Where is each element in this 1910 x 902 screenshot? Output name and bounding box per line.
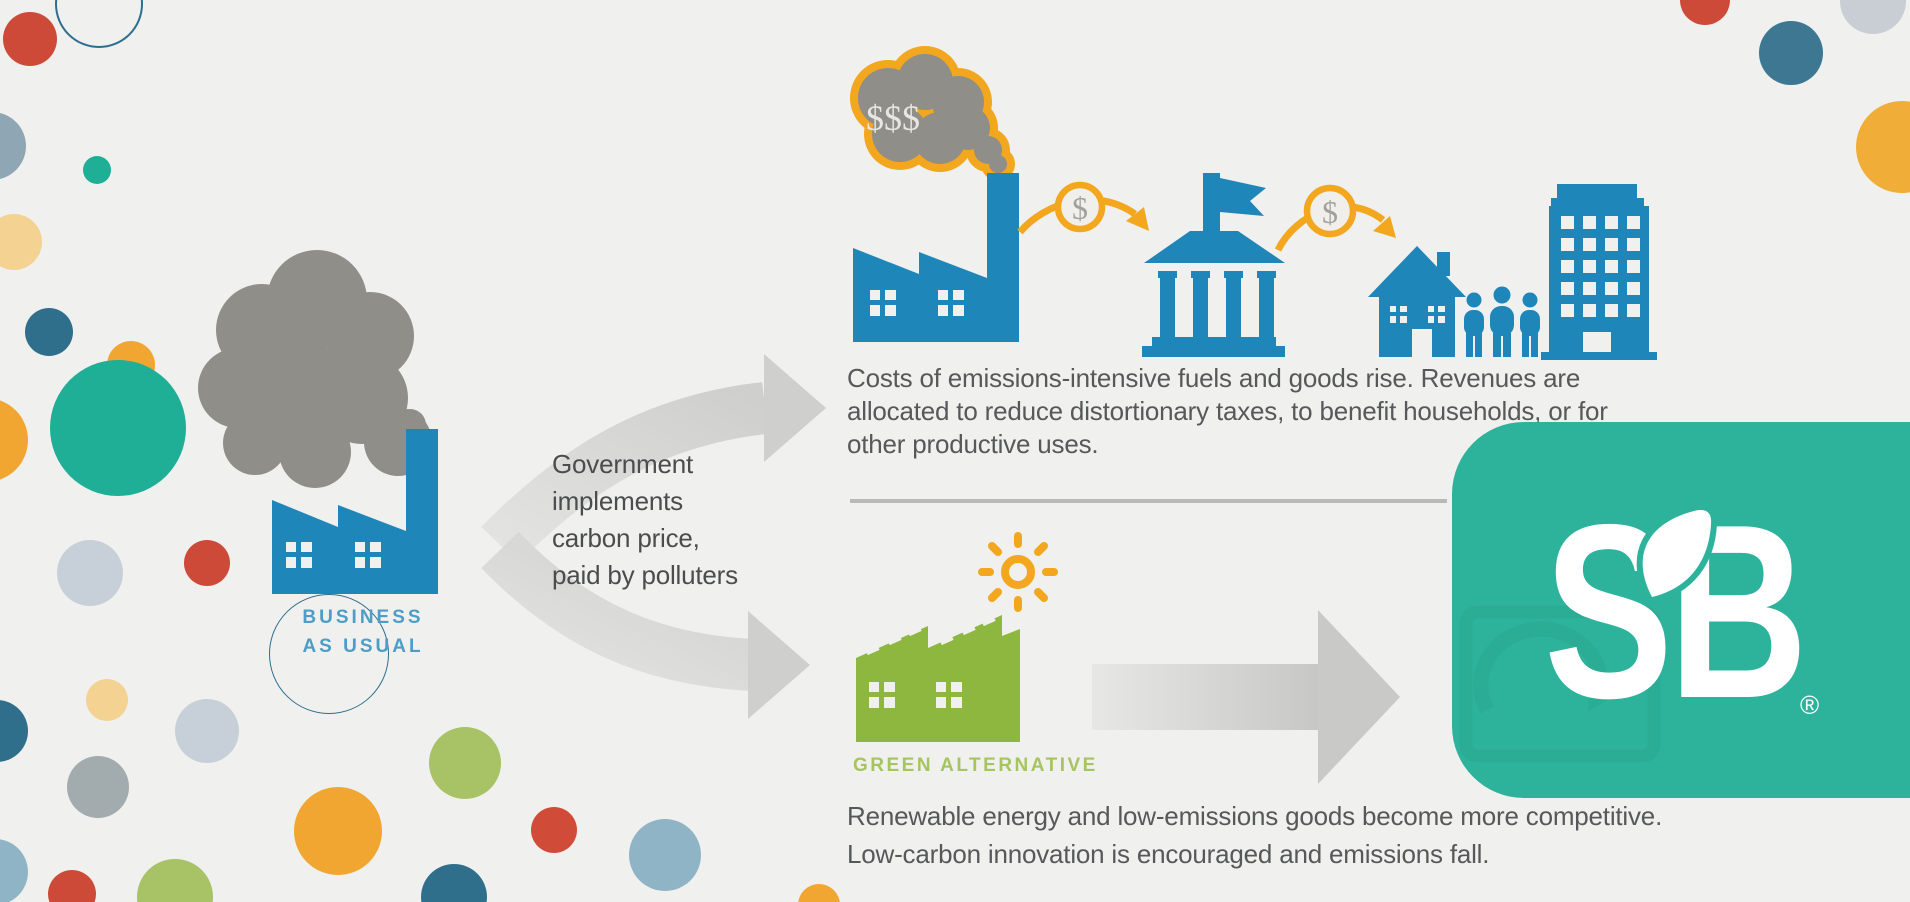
label-line: AS USUAL <box>302 636 424 657</box>
leaf-icon <box>1642 510 1712 597</box>
background-dot <box>798 884 840 902</box>
description-line: allocated to reduce distortionary taxes,… <box>847 396 1608 426</box>
background-dot <box>531 807 577 853</box>
smoke-cloud-icon <box>198 250 432 488</box>
cloud-dollars-text: $$$ <box>866 98 920 138</box>
curved-arrow-bottom-icon <box>481 531 810 719</box>
background-dot <box>1759 21 1823 85</box>
solar-panel-slits <box>865 616 996 656</box>
government-note-line: Government <box>552 449 694 479</box>
description-line: Low-carbon innovation is encouraged and … <box>847 839 1490 869</box>
background-dot <box>3 12 57 66</box>
flag-icon <box>1220 178 1266 216</box>
background-dot <box>48 870 96 902</box>
background-dot <box>184 540 230 586</box>
carbon-pricing-description: Costs of emissions-intensive fuels and g… <box>847 362 1608 461</box>
people-icon <box>1464 286 1540 357</box>
background-dot <box>50 360 186 496</box>
green-alternative-label: GREEN ALTERNATIVE <box>853 755 1098 776</box>
green-factory-icon <box>856 615 1020 742</box>
government-note: Government implements carbon price, paid… <box>552 446 738 594</box>
house-icon <box>1368 246 1466 357</box>
money-arrow-1-icon: $ <box>1017 181 1149 235</box>
registered-mark: ® <box>1800 690 1819 720</box>
description-line: Costs of emissions-intensive fuels and g… <box>847 363 1581 393</box>
business-as-usual-label: BUSINESS AS USUAL <box>271 603 455 661</box>
watermark-frame-icon <box>1459 605 1661 763</box>
government-note-line: carbon price, <box>552 523 700 553</box>
factory-windows <box>870 290 964 316</box>
description-line: Renewable energy and low-emissions goods… <box>847 801 1663 831</box>
money-arrow-2-icon: $ <box>1274 184 1396 252</box>
building-windows <box>1561 216 1640 352</box>
sun-icon <box>978 532 1058 612</box>
background-dot <box>294 787 382 875</box>
coin-dollar-text: $ <box>1072 190 1088 226</box>
background-dot <box>175 699 239 763</box>
background-dot <box>429 727 501 799</box>
background-dot <box>25 308 73 356</box>
straight-arrow-icon <box>1092 610 1400 784</box>
factory-windows <box>869 682 962 708</box>
government-building-icon <box>1142 173 1285 357</box>
sb-logo-panel: SB ® <box>1452 422 1910 798</box>
divider-line <box>850 499 1447 503</box>
background-dot <box>83 156 111 184</box>
dollar-coin-icon <box>1054 181 1106 233</box>
polluting-factory-icon <box>272 429 438 594</box>
government-note-line: paid by polluters <box>552 560 738 590</box>
background-dot <box>86 679 128 721</box>
green-alternative-description: Renewable energy and low-emissions goods… <box>847 797 1662 873</box>
sb-logo: SB ® <box>1459 474 1819 763</box>
taxed-factory-icon <box>853 173 1019 342</box>
background-dot <box>67 756 129 818</box>
money-cloud-icon: $$$ <box>850 46 1015 181</box>
curved-arrow-top-icon <box>481 354 826 564</box>
background-ring <box>269 594 389 714</box>
background-dot <box>57 540 123 606</box>
coin-dollar-text: $ <box>1322 194 1338 230</box>
dollar-coin-icon <box>1303 184 1357 238</box>
label-line: BUSINESS <box>302 607 424 628</box>
description-line: other productive uses. <box>847 429 1099 459</box>
background-dot <box>629 819 701 891</box>
government-note-line: implements <box>552 486 683 516</box>
office-building-icon <box>1541 184 1657 360</box>
factory-windows <box>286 542 381 568</box>
